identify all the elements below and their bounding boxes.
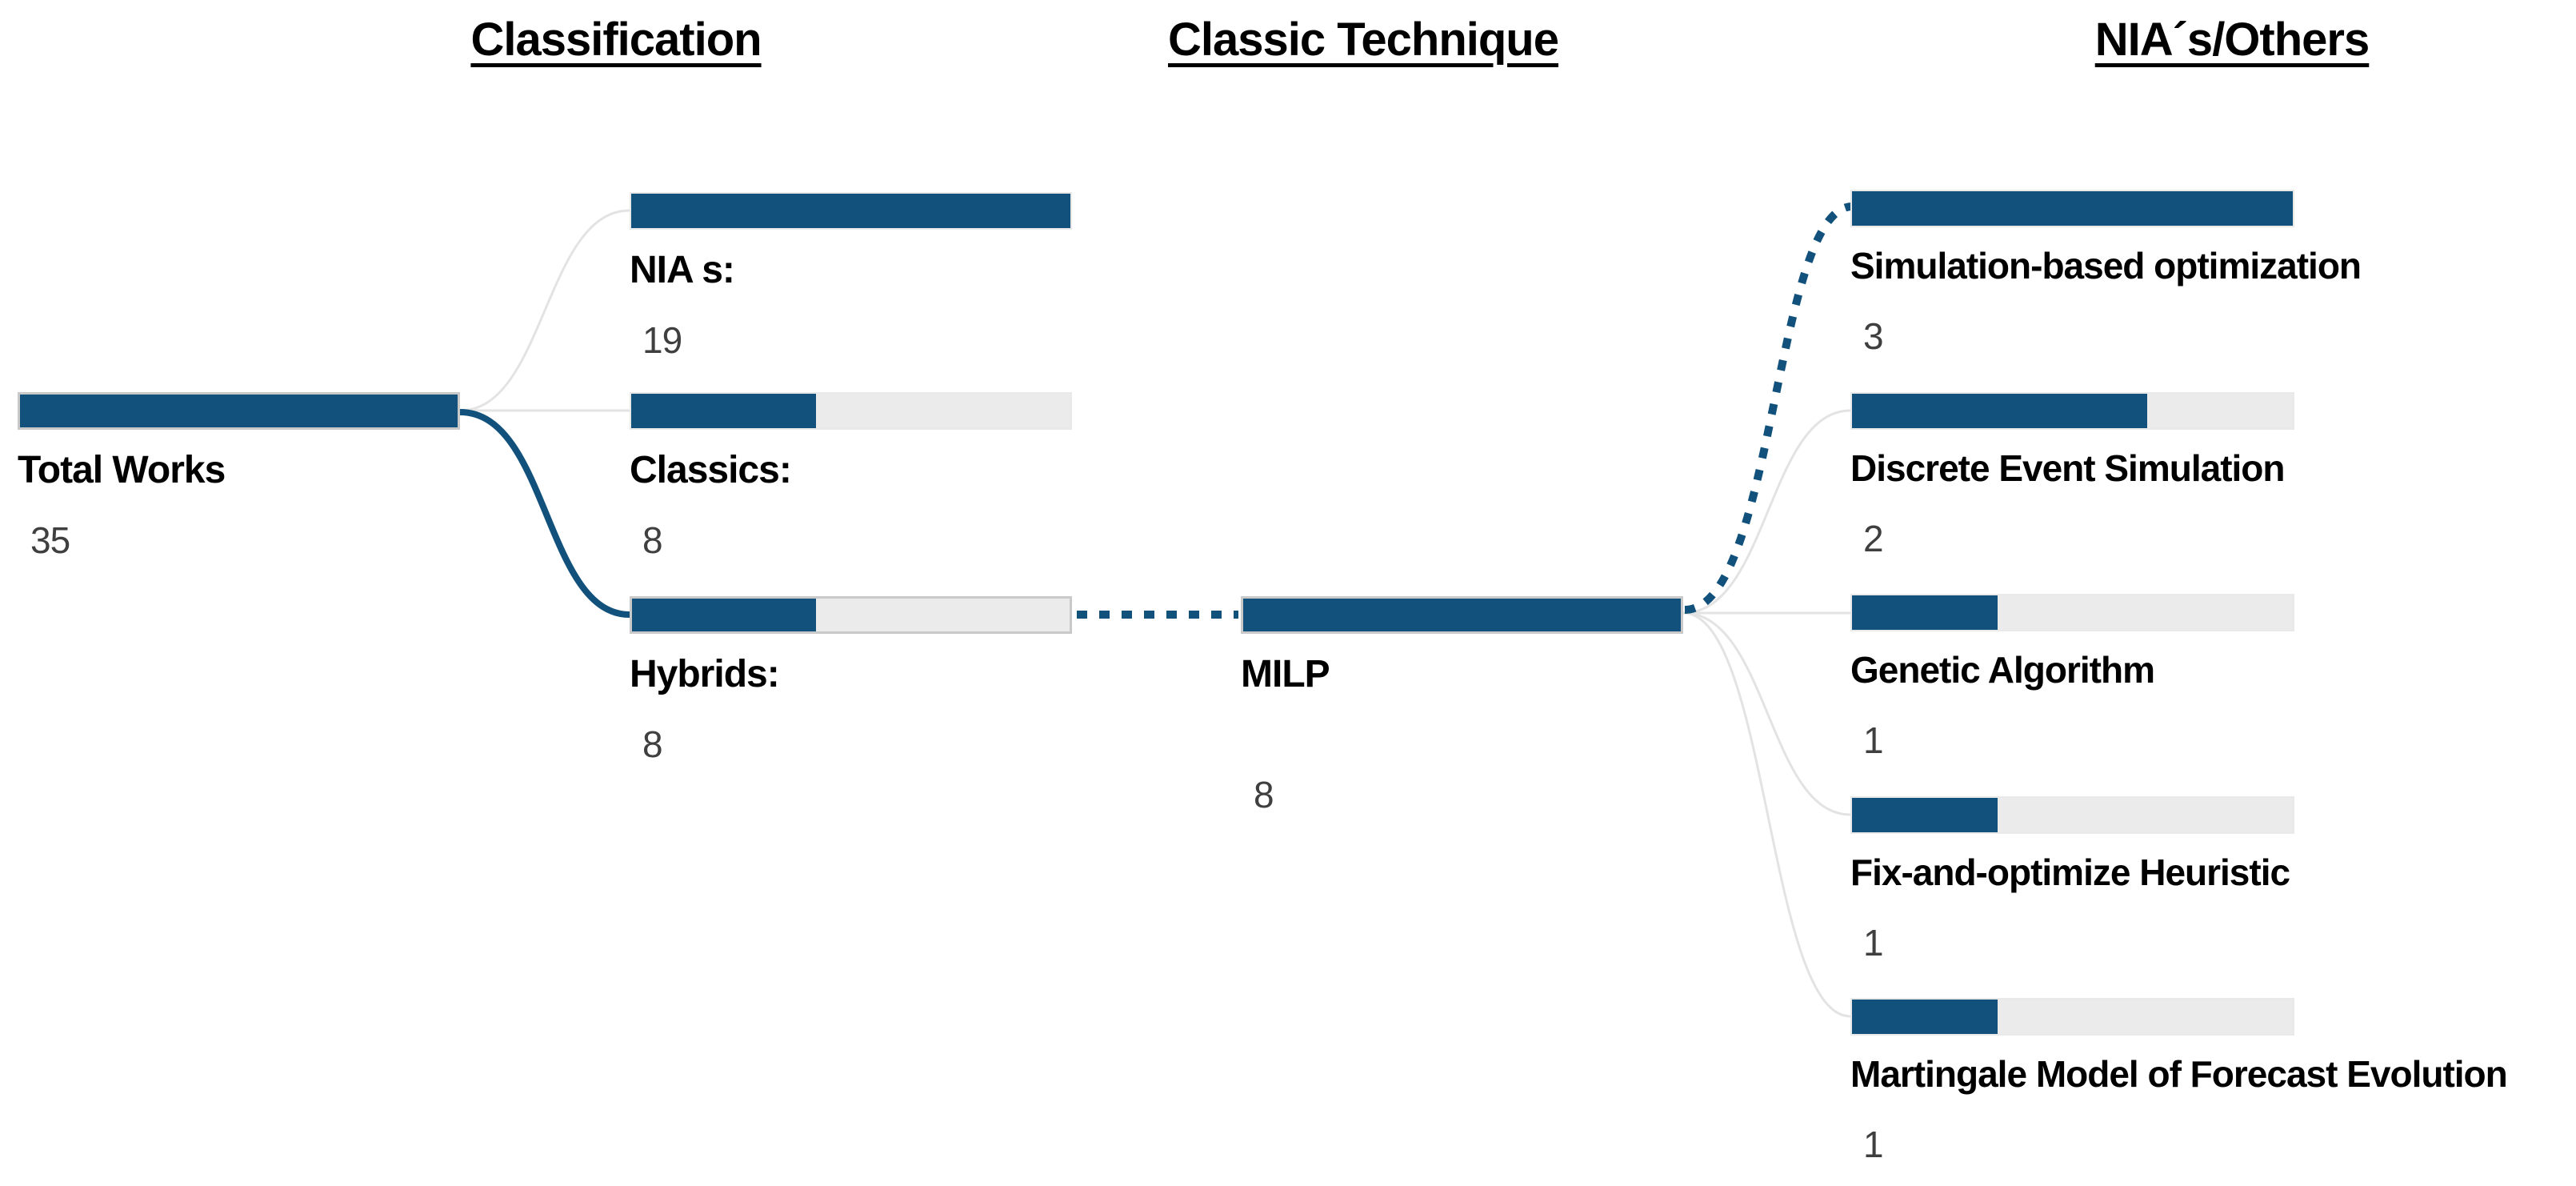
node-value: 8 (642, 519, 663, 561)
bar-fill (1852, 1000, 1998, 1034)
bar-fill (631, 394, 816, 428)
link-milp-to-sim-opt-dotted (1684, 202, 1853, 614)
node-bar-classics[interactable] (630, 392, 1072, 430)
node-label: Classics: (630, 449, 792, 491)
node-bar-sim-opt[interactable] (1850, 190, 2294, 227)
bar-fill (1243, 599, 1681, 631)
column-header-nia-others: NIA´s/Others (2094, 14, 2370, 66)
node-value: 19 (642, 319, 682, 361)
node-label: Total Works (18, 449, 226, 491)
node-bar-nia[interactable] (630, 192, 1072, 230)
bar-fill (1852, 394, 2148, 428)
node-value: 1 (1863, 1124, 1884, 1165)
node-value: 2 (1863, 518, 1884, 559)
node-value: 8 (1254, 774, 1274, 815)
bar-fill (1852, 595, 1998, 630)
node-bar-milp[interactable] (1241, 596, 1683, 634)
node-bar-genetic[interactable] (1850, 594, 2294, 631)
node-value: 1 (1863, 922, 1884, 964)
column-header-classic-technique: Classic Technique (1168, 14, 1559, 66)
bar-fill (631, 194, 1070, 228)
link-milp-to-fix-and-optimize (1682, 611, 1851, 816)
node-bar-fix-and-optimize[interactable] (1850, 796, 2294, 834)
node-label: NIA s: (630, 249, 735, 291)
node-label: Simulation-based optimization (1850, 245, 2362, 286)
node-value: 1 (1863, 719, 1884, 761)
node-label: Fix-and-optimize Heuristic (1850, 851, 2290, 893)
link-milp-to-martingale (1682, 611, 1851, 1018)
node-bar-discrete-event[interactable] (1850, 392, 2294, 430)
column-header-classification: Classification (470, 14, 762, 66)
link-total-to-nia (459, 209, 630, 412)
node-bar-martingale[interactable] (1850, 998, 2294, 1036)
node-value: 35 (30, 519, 70, 561)
node-label: Genetic Algorithm (1850, 649, 2155, 691)
node-value: 8 (642, 723, 663, 765)
node-bar-hybrids[interactable] (630, 596, 1072, 634)
node-label: Martingale Model of Forecast Evolution (1850, 1053, 2508, 1095)
bar-fill (1852, 191, 2293, 226)
node-label: Discrete Event Simulation (1850, 447, 2285, 489)
bar-fill (20, 395, 458, 427)
link-milp-to-discrete-event (1682, 409, 1851, 615)
link-total-to-hybrids (459, 409, 630, 618)
node-label: Hybrids: (630, 653, 780, 695)
bar-fill (632, 599, 816, 631)
node-label: MILP (1241, 653, 1330, 695)
bar-fill (1852, 798, 1998, 832)
node-bar-total-works[interactable] (18, 392, 460, 430)
node-value: 3 (1863, 315, 1884, 357)
